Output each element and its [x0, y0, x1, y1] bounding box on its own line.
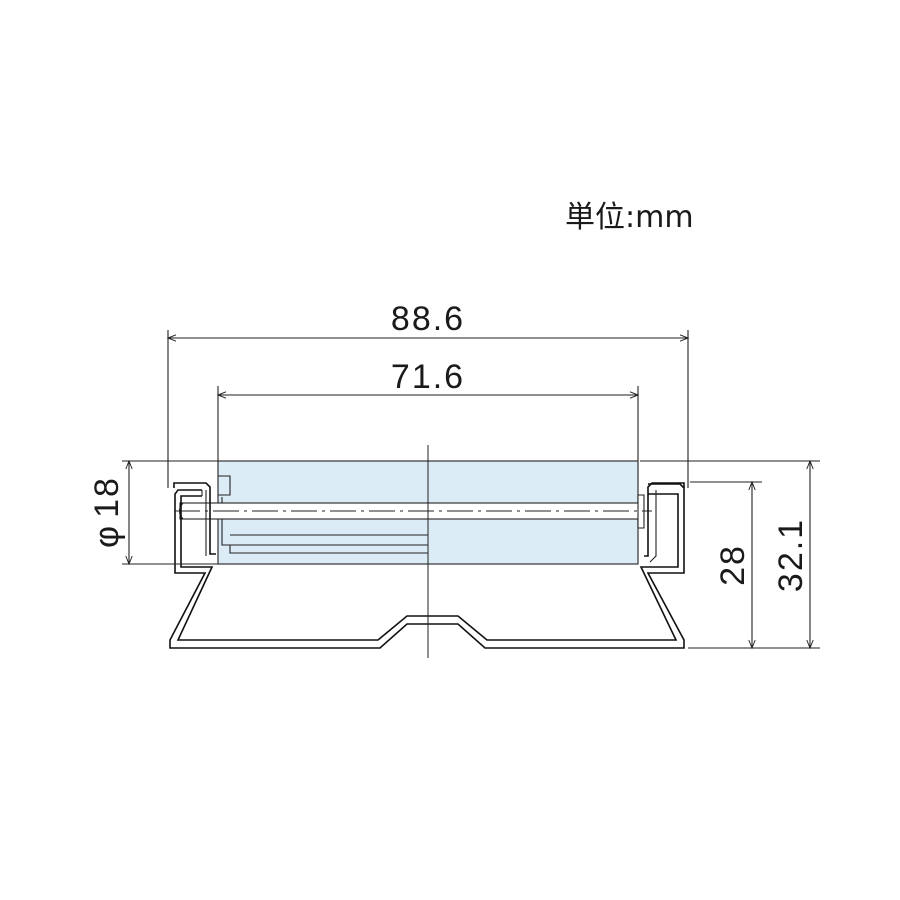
roller	[178, 460, 645, 565]
overall-width-value: 88.6	[391, 300, 465, 338]
frame-right-clip-inner	[649, 490, 657, 563]
frame-left-wall	[169, 483, 685, 649]
frame-left-clip	[173, 482, 216, 555]
svg-text:φ18: φ 18	[88, 476, 126, 548]
diameter-symbol: φ	[88, 524, 126, 548]
frame	[169, 482, 685, 649]
frame-right-clip	[644, 482, 685, 557]
unit-label: 単位:mm	[565, 200, 694, 235]
frame-inner-line	[176, 493, 679, 641]
shaft-collar-right	[637, 494, 645, 529]
height-inner-value: 28	[714, 544, 752, 586]
diameter-value: 18	[88, 476, 126, 518]
roller-left-bearing	[218, 475, 231, 496]
roller-length-value: 71.6	[391, 358, 465, 396]
roller-inner-sleeve	[221, 497, 428, 554]
dimension-diameter: φ 18	[88, 461, 218, 564]
frame-left-clip-inner	[201, 490, 207, 556]
dimension-roller-length: 71.6	[218, 358, 638, 461]
dimension-height-inner: 28	[688, 482, 762, 648]
height-total-value: 32.1	[772, 518, 810, 592]
dimension-overall-width: 88.6	[168, 300, 688, 488]
dimension-height-total: 32.1	[640, 461, 820, 648]
